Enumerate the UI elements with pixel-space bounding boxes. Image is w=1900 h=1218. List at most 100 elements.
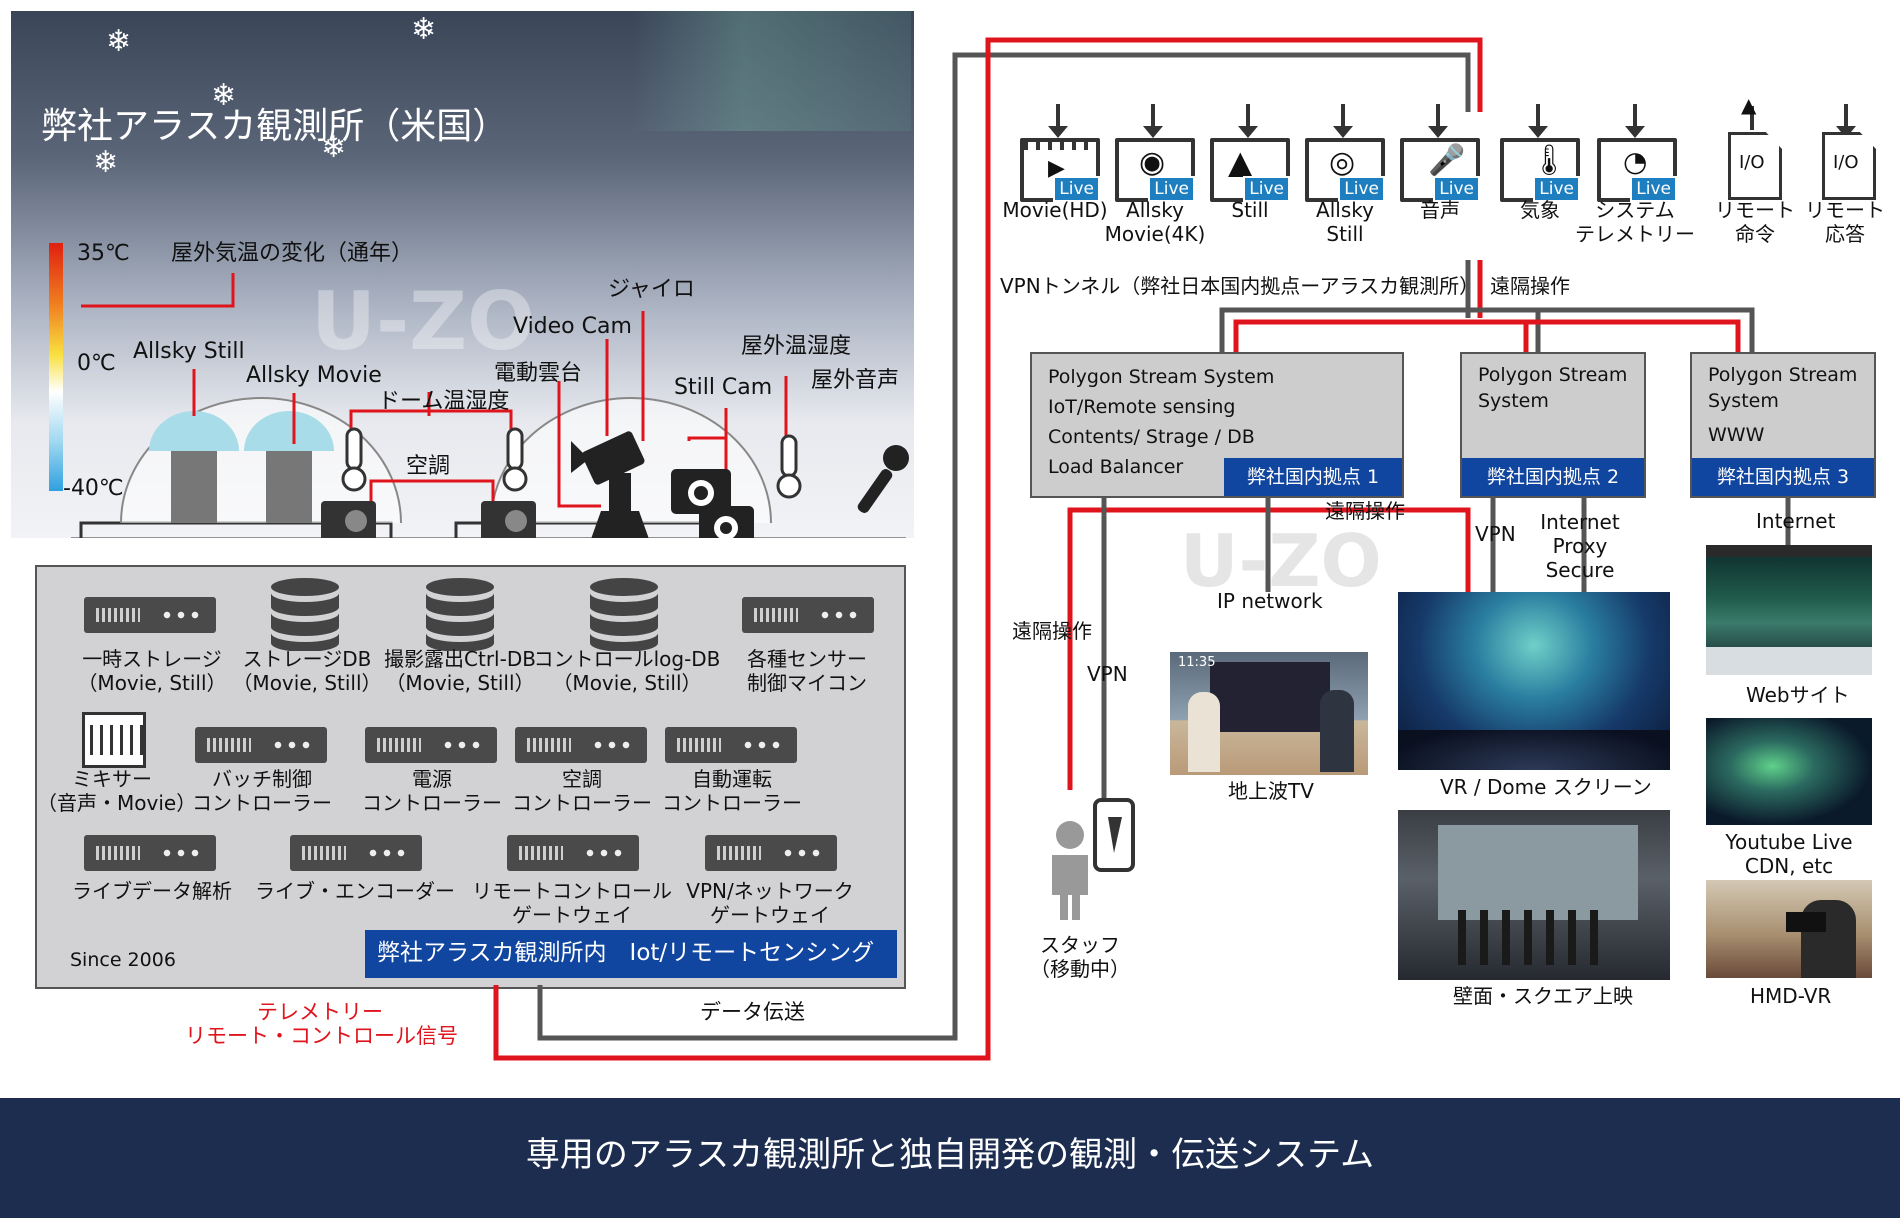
equip-label: ライブ・エンコーダー [255, 879, 455, 903]
equip-label: リモートコントロールゲートウェイ [472, 879, 672, 927]
batch-controller-device-icon [195, 727, 327, 763]
vpn-tunnel-label: VPNトンネル（弊社日本国内拠点ーアラスカ観測所） [1000, 274, 1480, 298]
internet-label: Internet [1756, 509, 1836, 533]
vpn-label-2: VPN [1475, 522, 1516, 546]
mixer-icon [82, 712, 146, 768]
watermark: U-ZO [311, 275, 536, 368]
feed-label: 音声 [1420, 198, 1460, 222]
label-outdoor-audio: 屋外音声 [811, 368, 900, 393]
feed-label: Still [1231, 198, 1269, 222]
remote-op-label: 遠隔操作 [1490, 274, 1570, 298]
database-icon [590, 578, 658, 651]
aircon-controller-device-icon [515, 727, 647, 763]
label-aircon: 空調 [406, 454, 451, 479]
label-pan-tilt: 電動雲台 [494, 361, 583, 386]
movie-hd-live-icon: Live▶ [1020, 138, 1100, 202]
label-outdoor-temp-humidity: 屋外温湿度 [741, 334, 852, 359]
equip-label: バッチ制御コントローラー [192, 767, 332, 815]
storage-device-icon [84, 597, 216, 633]
watermark-right: U-ZO [1180, 519, 1382, 603]
observatory-scene: ❄ ❄ ❄ ❄ ❄ 弊社アラスカ観測所（米国） 35℃ 0℃ -40℃ 屋外気温… [11, 11, 914, 538]
encoder-device-icon [290, 835, 422, 871]
arrow-down-icon [1528, 104, 1548, 138]
arrow-down-icon [1625, 104, 1645, 138]
equipment-panel: 一時ストレージ（Movie, Still） ストレージDB（Movie, Sti… [35, 565, 906, 989]
audio-live-icon: 🎤Live [1400, 138, 1480, 202]
weather-live-icon: 🌡Live [1500, 138, 1580, 202]
remote-gateway-device-icon [507, 835, 639, 871]
allsky-movie-live-icon: ◉Live [1115, 138, 1195, 202]
label-allsky-still: Allsky Still [133, 339, 245, 364]
equip-label: 電源コントローラー [362, 767, 502, 815]
arrow-down-icon [1143, 104, 1163, 138]
observatory-lines [71, 273, 909, 538]
arrow-up-head: ▲ [1741, 93, 1757, 117]
hmd-vr-image [1706, 880, 1872, 978]
power-controller-device-icon [365, 727, 497, 763]
vpn-label: VPN [1087, 662, 1128, 686]
arrow-down-icon [1836, 104, 1856, 138]
label-video-cam: Video Cam [513, 314, 632, 339]
vpn-gateway-device-icon [705, 835, 837, 871]
allsky-still-live-icon: ◎Live [1305, 138, 1385, 202]
since-label: Since 2006 [70, 949, 176, 971]
dome-label: VR / Dome スクリーン [1440, 775, 1652, 799]
wall-projection-image [1398, 810, 1670, 980]
arrow-down-icon [1428, 104, 1448, 138]
arrow-down-icon [1333, 104, 1353, 138]
label-dome-temp-humidity: ドーム温湿度 [378, 389, 510, 414]
remote-op-label-2: 遠隔操作 [1325, 499, 1405, 523]
equip-label: 自動運転コントローラー [662, 767, 802, 815]
website-image [1706, 545, 1872, 675]
remote-response-io-icon: I/O [1822, 132, 1876, 200]
hmd-label: HMD-VR [1750, 984, 1832, 1008]
snowflake-icon: ❄ [106, 24, 132, 59]
equip-label: ミキサー（音声・Movie） [37, 767, 197, 815]
label-gyro: ジャイロ [608, 277, 695, 302]
connection-lines [493, 37, 1791, 1061]
arrow-down-icon [1048, 104, 1068, 138]
temp-mid-label: 0℃ [77, 351, 116, 376]
ip-network-label: IP network [1217, 589, 1323, 613]
site-badge: 弊社国内拠点 3 [1692, 458, 1874, 496]
staff-label: スタッフ（移動中） [1030, 933, 1130, 981]
staff-person-icon [1052, 798, 1135, 920]
observatory-title: 弊社アラスカ観測所（米国） [41, 106, 509, 147]
feed-label: リモート命令 [1715, 198, 1795, 246]
equip-label: 空調コントローラー [512, 767, 652, 815]
temp-low-label: -40℃ [63, 476, 124, 501]
telemetry-live-icon: ◔Live [1597, 138, 1677, 202]
wall-label: 壁面・スクエア上映 [1453, 984, 1633, 1008]
site-badge: 弊社国内拠点 1 [1224, 458, 1402, 496]
remote-command-io-icon: I/O [1728, 132, 1782, 200]
equip-label: 一時ストレージ（Movie, Still） [77, 647, 227, 695]
equip-label: 各種センサー制御マイコン [747, 647, 867, 695]
temperature-gradient-bar [49, 243, 63, 491]
dome-screen-image [1398, 592, 1670, 770]
youtube-live-image [1706, 718, 1872, 825]
equip-label: コントロールlog-DB（Movie, Still） [533, 647, 721, 695]
site-badge: 弊社国内拠点 2 [1462, 458, 1644, 496]
feed-label: 気象 [1520, 198, 1560, 222]
database-icon [271, 578, 339, 651]
aurora-graphic [631, 11, 911, 131]
tv-label: 地上波TV [1228, 779, 1314, 803]
web-label: Webサイト [1746, 683, 1850, 707]
temp-legend: 屋外気温の変化（通年） [171, 241, 414, 266]
sensor-controller-device-icon [742, 597, 874, 633]
feed-label: Movie(HD) [1002, 198, 1108, 222]
label-allsky-movie: Allsky Movie [246, 363, 382, 388]
footer-caption: 専用のアラスカ観測所と独自開発の観測・伝送システム [525, 1135, 1375, 1175]
telemetry-label: テレメトリーリモート・コントロール信号 [185, 1000, 458, 1049]
arrow-up-icon [1750, 106, 1754, 130]
data-transfer-label: データ伝送 [700, 1000, 805, 1024]
equip-label: VPN/ネットワークゲートウェイ [686, 879, 854, 927]
still-live-icon: ▲Live [1210, 138, 1290, 202]
equip-label: ストレージDB（Movie, Still） [232, 647, 382, 695]
